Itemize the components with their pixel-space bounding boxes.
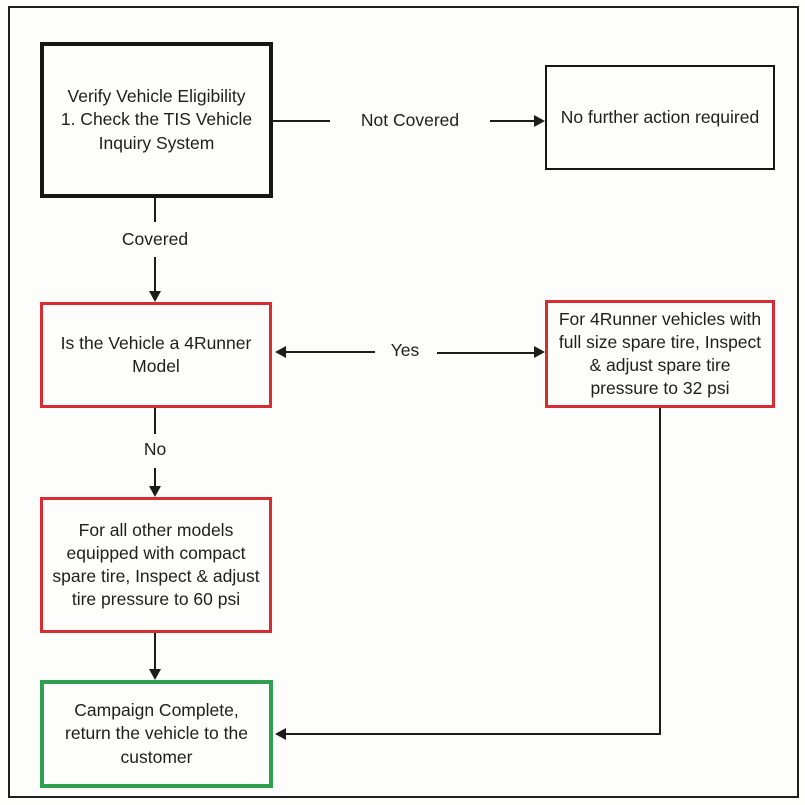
node-campaign-complete: Campaign Complete, return the vehicle to… [40,680,273,788]
arrowhead-right-icon [534,346,545,358]
arrowhead-right-icon [534,115,545,127]
node-verify-eligibility-label: Verify Vehicle Eligibility 1. Check the … [60,86,253,153]
node-is-4runner-question: Is the Vehicle a 4Runner Model [40,302,272,408]
arrowhead-left-icon [275,346,286,358]
edge-yes-line-left [285,351,375,353]
edge-not-covered-line-left [273,120,330,122]
node-is-4runner-question-label: Is the Vehicle a 4Runner Model [60,332,252,376]
outer-frame [8,6,799,798]
node-no-further-action: No further action required [545,65,775,170]
arrowhead-left-icon [275,728,286,740]
edge-32psi-to-complete-vertical [659,408,661,735]
arrowhead-down-icon [149,669,161,680]
edge-not-covered-line-right [490,120,535,122]
edge-yes-label: Yes [375,340,435,361]
node-campaign-complete-label: Campaign Complete, return the vehicle to… [65,700,248,767]
edge-covered-line-top [154,198,156,222]
node-verify-eligibility: Verify Vehicle Eligibility 1. Check the … [40,42,273,198]
edge-to-complete-line [154,633,156,670]
node-4runner-spare-32psi: For 4Runner vehicles with full size spar… [545,300,775,408]
arrowhead-down-icon [149,486,161,497]
edge-no-line-top [154,408,156,434]
edge-32psi-to-complete-horizontal [286,733,661,735]
node-other-models-60psi: For all other models equipped with compa… [40,497,272,633]
arrowhead-down-icon [149,291,161,302]
node-no-further-action-label: No further action required [560,106,760,127]
edge-covered-line-bottom [154,257,156,292]
edge-no-label: No [125,439,185,460]
edge-no-line-bottom [154,468,156,487]
edge-covered-label: Covered [95,229,215,250]
edge-yes-line-right [437,352,534,354]
node-4runner-spare-32psi-label: For 4Runner vehicles with full size spar… [558,308,762,399]
edge-not-covered-label: Not Covered [340,110,480,131]
node-other-models-60psi-label: For all other models equipped with compa… [52,519,260,610]
